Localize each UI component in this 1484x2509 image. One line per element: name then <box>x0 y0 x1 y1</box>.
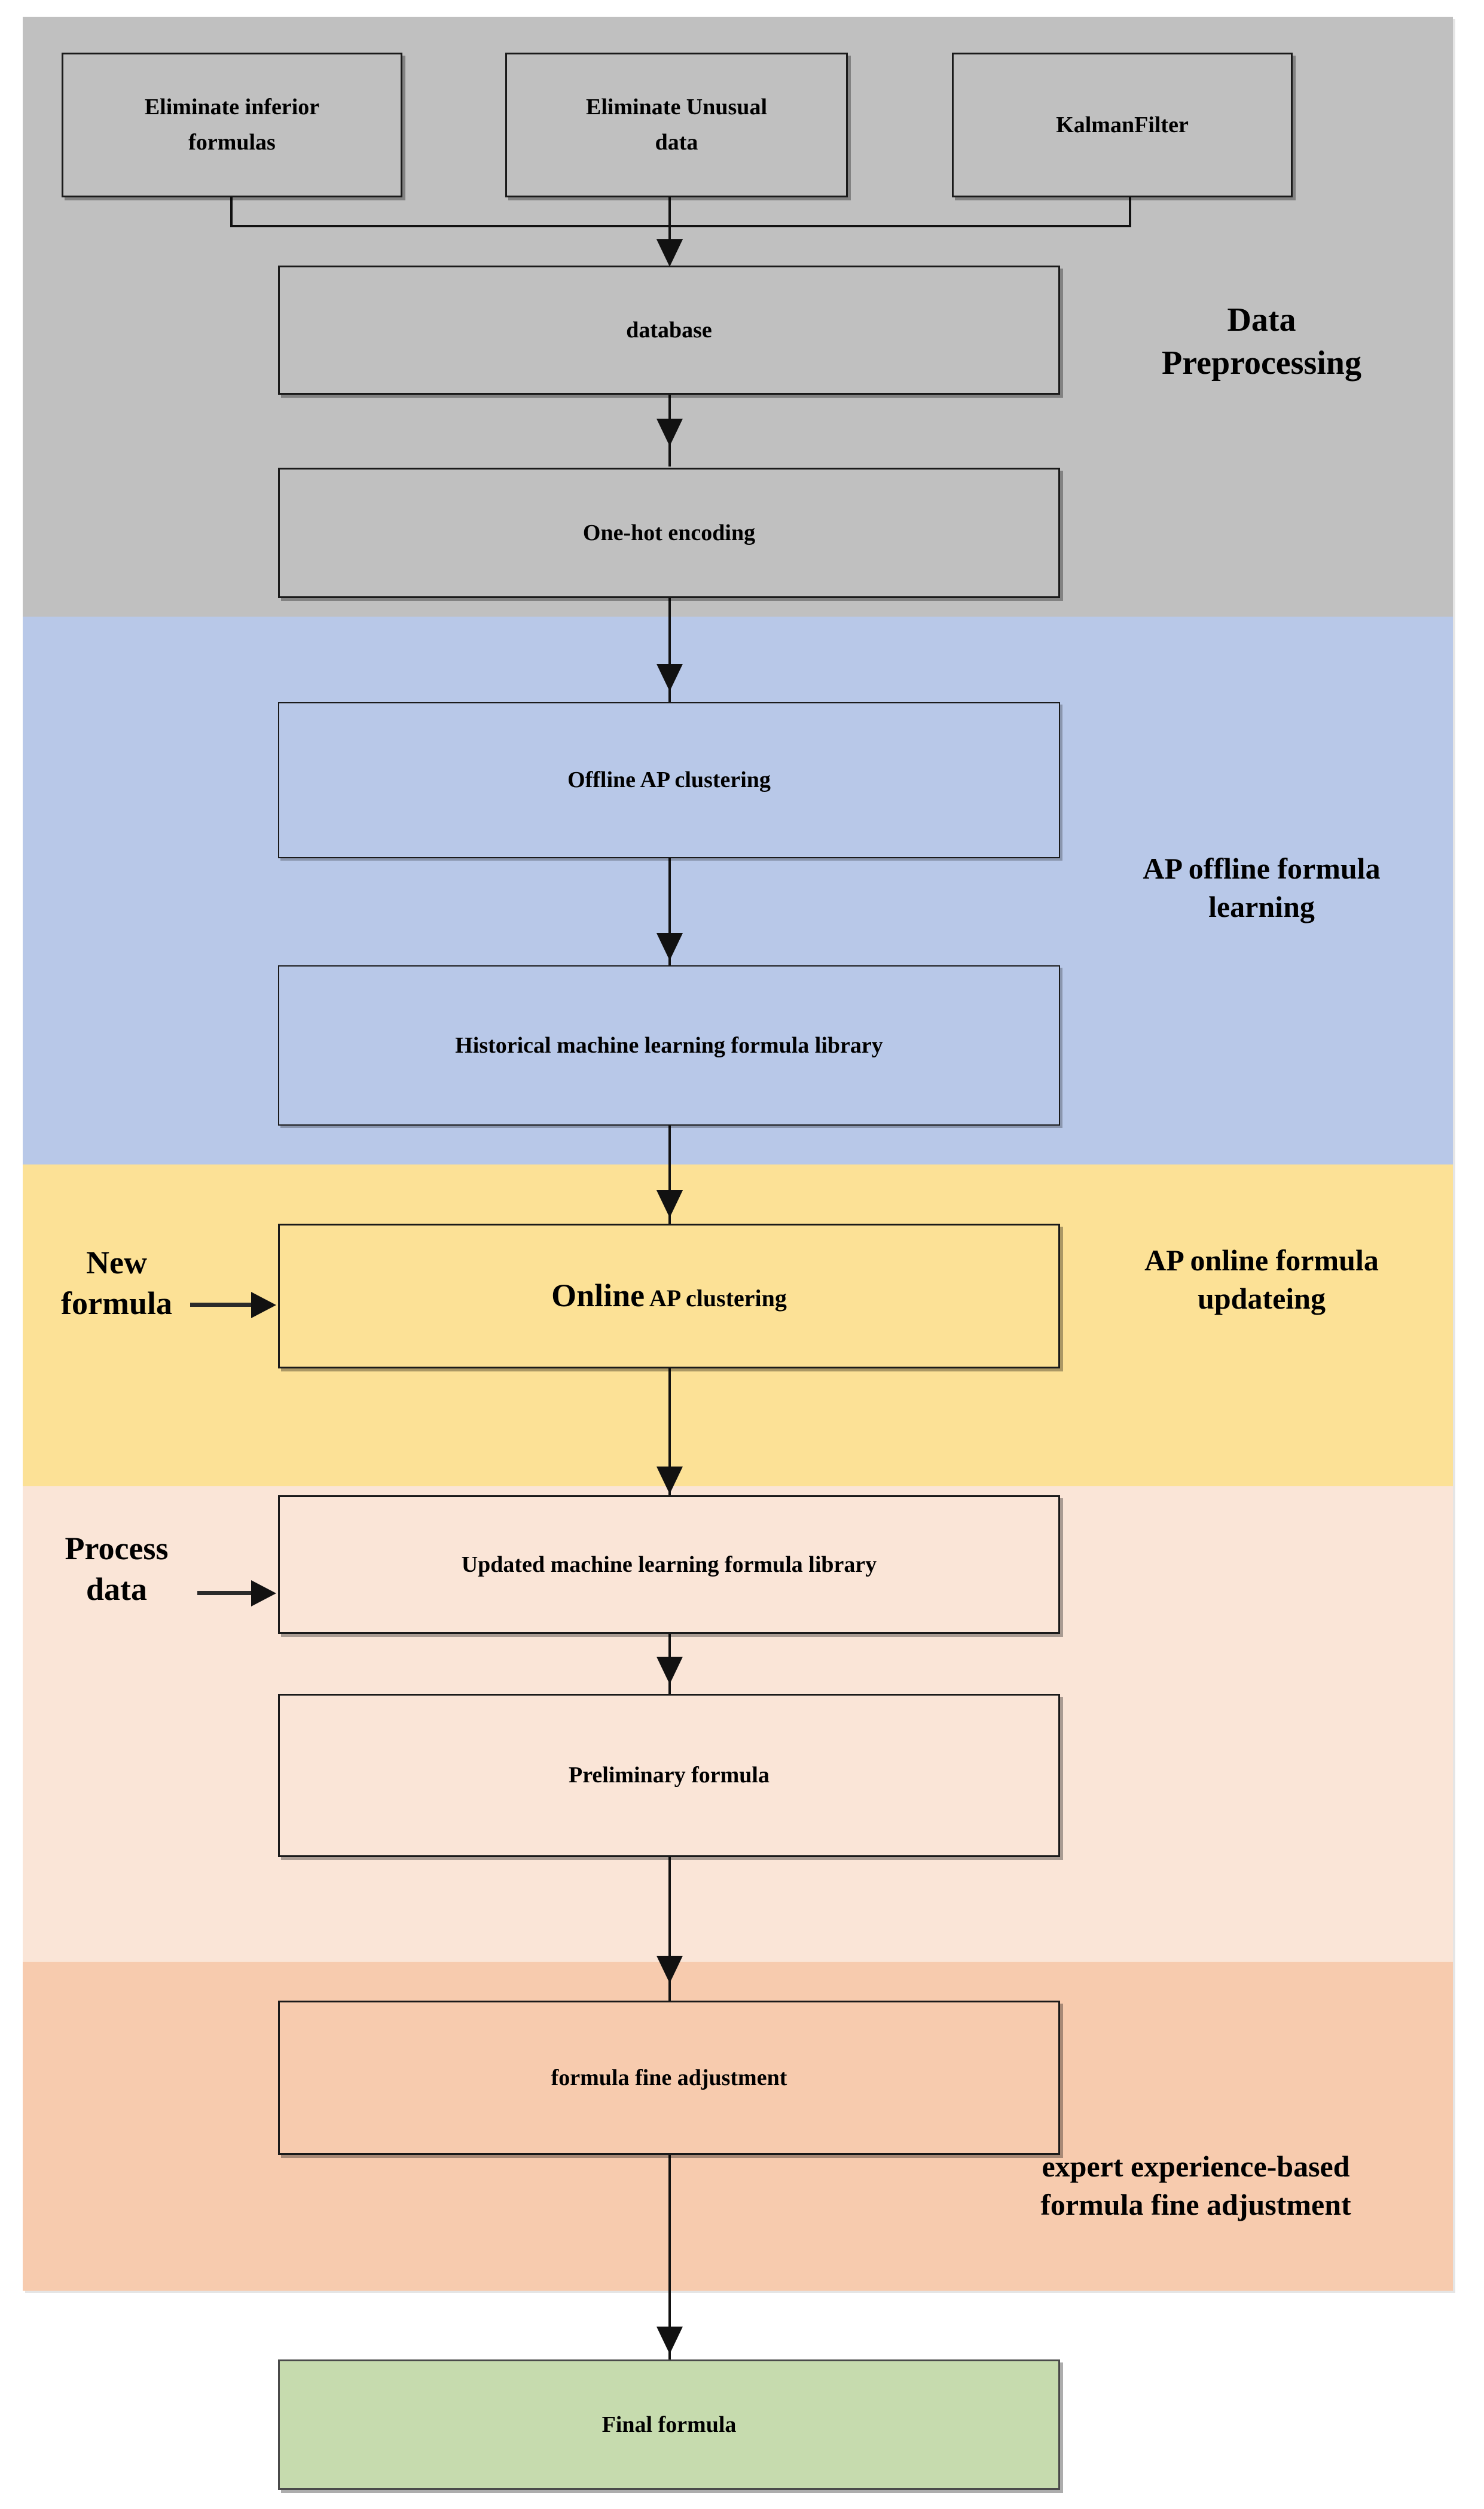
node-label: One-hot encoding <box>582 520 756 545</box>
arrowhead-to-offline-ap <box>656 664 683 691</box>
arrowhead-to-database <box>656 239 683 267</box>
band-label-expert-formula-fine-adjustment: expert experience-based formula fine adj… <box>1040 2150 1351 2221</box>
node-label: database <box>626 317 712 343</box>
connector-process-data-to-updated <box>197 1591 257 1595</box>
connector-online-ap-to-updated <box>668 1368 671 1497</box>
node-label-lead: Online <box>551 1278 645 1314</box>
arrowhead-to-updated <box>656 1467 683 1494</box>
node-label: formula fine adjustment <box>551 2065 787 2090</box>
node-label: Eliminate inferior formulas <box>144 94 320 155</box>
arrowhead-to-online-ap <box>656 1190 683 1218</box>
node-label: KalmanFilter <box>1056 112 1189 138</box>
node-one-hot-encoding[interactable]: One-hot encoding <box>278 468 1060 598</box>
connector-historical-to-online-ap <box>668 1126 671 1224</box>
connector-preliminary-to-fine-adjustment <box>668 1797 671 2001</box>
connector-kalmanfilter-down <box>1129 197 1131 227</box>
node-label: Final formula <box>601 2412 737 2437</box>
arrowhead-to-final <box>656 2327 683 2354</box>
node-kalmanfilter[interactable]: KalmanFilter <box>952 53 1293 197</box>
connector-offline-ap-to-historical <box>668 858 671 966</box>
node-label-rest: AP clustering <box>645 1285 787 1312</box>
node-formula-fine-adjustment[interactable]: formula fine adjustment <box>278 2001 1060 2155</box>
node-label: Historical machine learning formula libr… <box>455 1032 883 1058</box>
node-database[interactable]: database <box>278 266 1060 395</box>
connector-eliminate-inferior-down <box>230 197 233 227</box>
connector-fine-adjustment-to-final <box>668 2155 671 2364</box>
arrowhead-to-fine-adjustment <box>656 1956 683 1983</box>
side-label-process-data: Process data <box>65 1531 169 1607</box>
node-label: Preliminary formula <box>569 1763 770 1788</box>
node-label: Updated machine learning formula library <box>461 1551 877 1577</box>
arrowhead-process-data <box>251 1580 276 1606</box>
band-label-ap-online-formula-updateing: AP online formula updateing <box>1144 1243 1379 1315</box>
connector-eliminate-unusual-down <box>668 197 671 227</box>
node-historical-machine-learning-formula-library[interactable]: Historical machine learning formula libr… <box>278 965 1060 1126</box>
arrowhead-to-preliminary <box>656 1657 683 1684</box>
connector-merge-bar <box>230 225 1131 227</box>
node-label: Offline AP clustering <box>567 767 771 793</box>
node-eliminate-inferior-formulas[interactable]: Eliminate inferior formulas <box>62 53 402 197</box>
arrowhead-new-formula <box>251 1292 276 1318</box>
side-label-new-formula: New formula <box>61 1245 172 1321</box>
connector-updated-to-preliminary <box>668 1574 671 1694</box>
connector-onehot-to-offline-ap <box>668 598 671 703</box>
node-preliminary-formula[interactable]: Preliminary formula <box>278 1694 1060 1857</box>
node-offline-ap-clustering[interactable]: Offline AP clustering <box>278 702 1060 858</box>
node-online-ap-clustering[interactable]: Online AP clustering <box>278 1224 1060 1368</box>
connector-new-formula-to-online-ap <box>190 1303 256 1307</box>
node-label-wrapper: Online AP clustering <box>551 1271 787 1321</box>
arrowhead-to-onehot <box>656 419 683 446</box>
node-eliminate-unusual-data[interactable]: Eliminate Unusual data <box>505 53 848 197</box>
arrowhead-to-historical <box>656 933 683 961</box>
band-label-ap-offline-formula-learning: AP offline formula learning <box>1143 852 1381 923</box>
node-final-formula[interactable]: Final formula <box>278 2359 1060 2490</box>
node-label: Eliminate Unusual data <box>585 94 768 155</box>
band-label-data-preprocessing: Data Preprocessing <box>1162 301 1361 382</box>
node-updated-machine-learning-formula-library[interactable]: Updated machine learning formula library <box>278 1495 1060 1634</box>
